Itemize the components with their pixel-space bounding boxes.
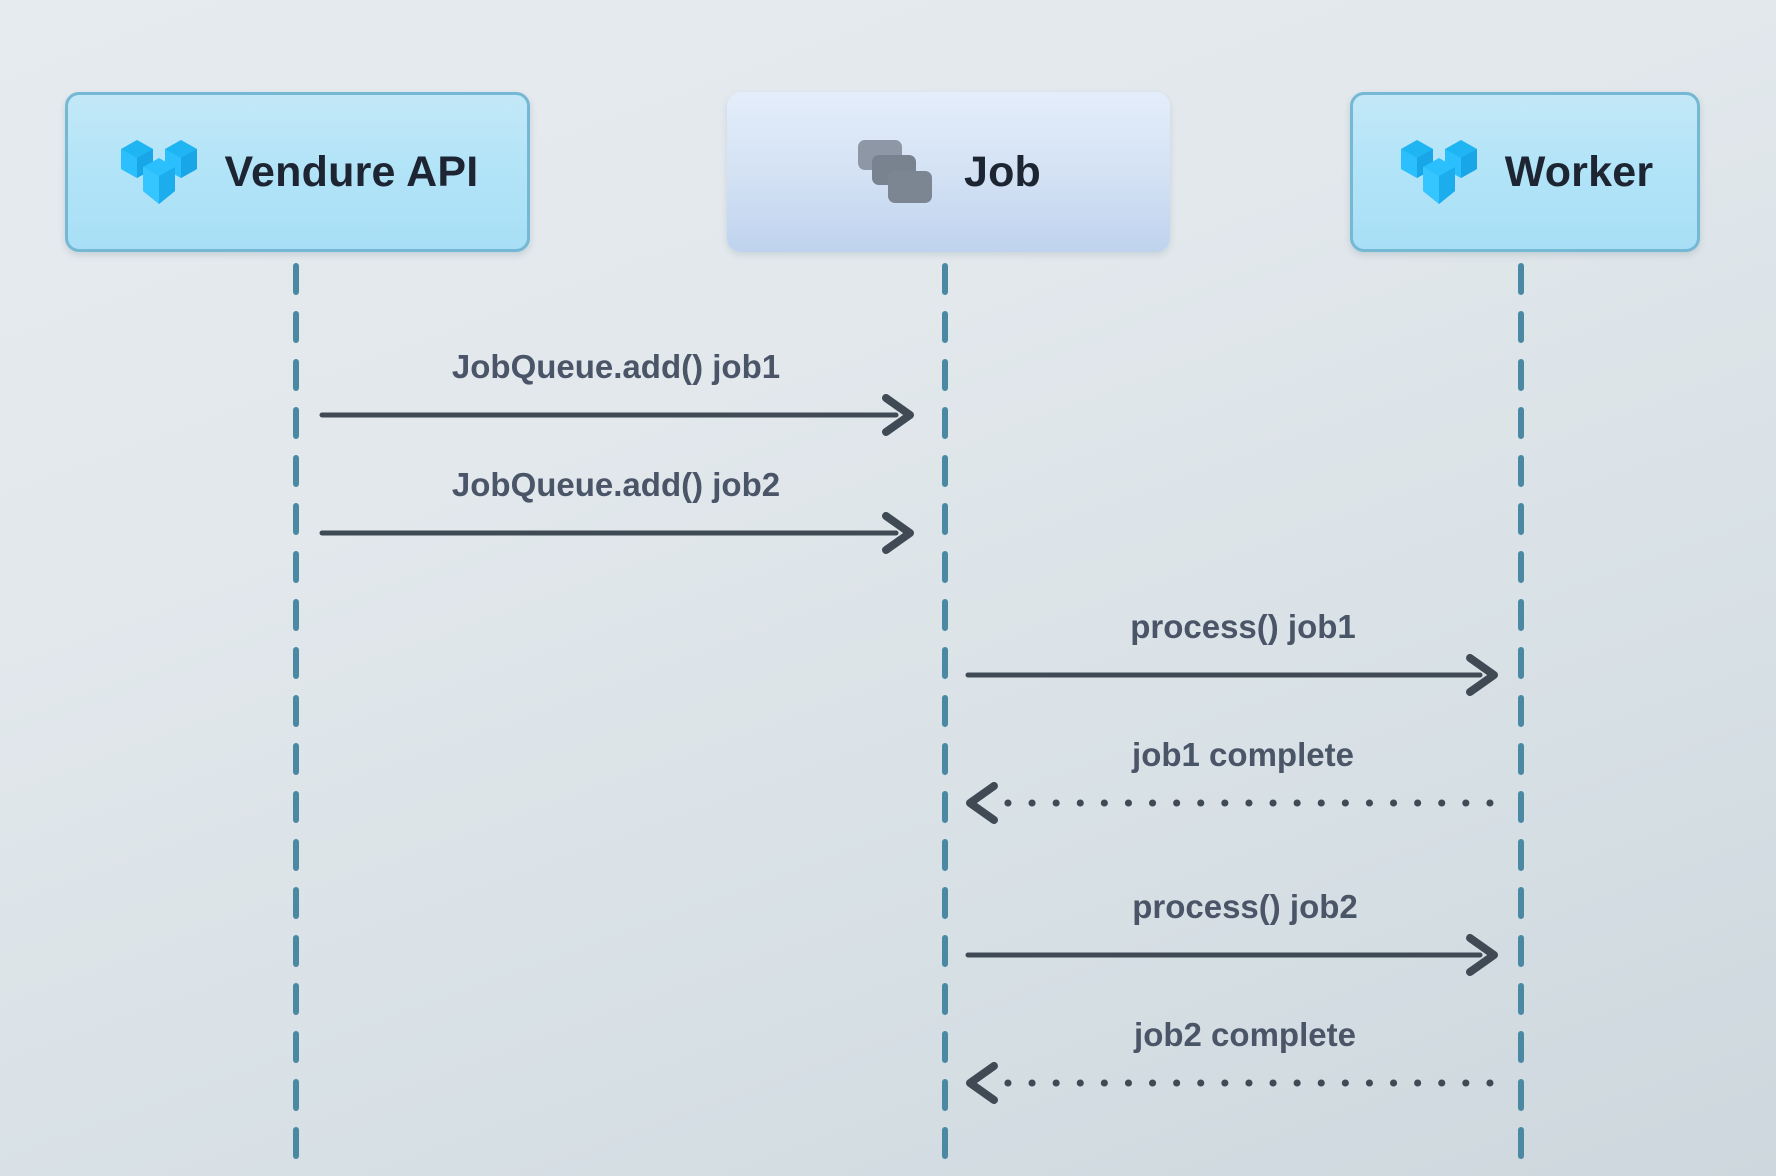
- message-label-msg-3: process() job1: [1130, 608, 1356, 645]
- arrowhead-icon: [882, 512, 914, 554]
- arrowhead-icon: [1466, 934, 1498, 976]
- message-arrow-msg-5: [965, 934, 1498, 976]
- lifelines-group: [293, 263, 1524, 1176]
- message-label-msg-4: job1 complete: [1132, 736, 1354, 773]
- arrowhead-icon: [1466, 654, 1498, 696]
- message-label-msg-1: JobQueue.add() job1: [451, 348, 781, 385]
- participant-box-vendure-api[interactable]: Vendure API: [65, 92, 530, 252]
- stacked-cards-icon: [856, 137, 940, 207]
- participant-label: Worker: [1504, 147, 1654, 196]
- message-arrow-msg-4: [966, 782, 1494, 824]
- message-label-msg-5: process() job2: [1132, 888, 1358, 925]
- message-arrow-msg-2: [319, 512, 914, 554]
- participant-box-worker[interactable]: Worker: [1350, 92, 1700, 252]
- arrowhead-icon: [966, 782, 998, 824]
- message-label-msg-2: JobQueue.add() job2: [451, 466, 781, 503]
- participant-label: Job: [963, 147, 1042, 196]
- participant-label: Vendure API: [224, 147, 479, 196]
- participant-box-job[interactable]: Job: [727, 92, 1170, 252]
- vendure-cubes-logo-icon: [1397, 135, 1481, 209]
- vendure-cubes-logo-icon: [117, 135, 201, 209]
- message-arrow-msg-1: [319, 394, 914, 436]
- arrowhead-icon: [966, 1062, 998, 1104]
- message-label-msg-6: job2 complete: [1134, 1016, 1356, 1053]
- message-arrow-msg-6: [966, 1062, 1494, 1104]
- message-arrow-msg-3: [965, 654, 1498, 696]
- arrowhead-icon: [882, 394, 914, 436]
- message-arrows-group: [319, 394, 1498, 1104]
